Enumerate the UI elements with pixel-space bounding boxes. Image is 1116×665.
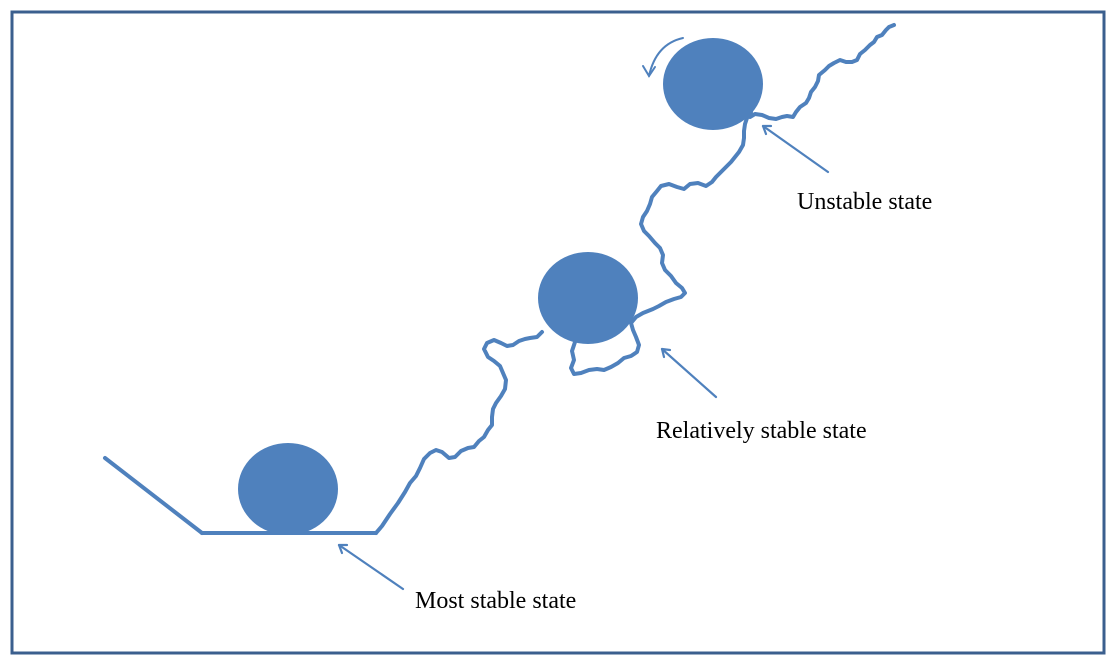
label-most-stable-state: Most stable state	[415, 588, 576, 614]
ball-unstable	[663, 38, 763, 130]
valley-left-slope	[103, 456, 204, 535]
jagged-slope	[374, 330, 544, 535]
label-unstable-state: Unstable state	[797, 189, 932, 215]
upper-slope	[748, 23, 896, 121]
ball-most-stable	[238, 443, 338, 535]
middle-ledge	[569, 110, 753, 376]
label-relatively-stable-state: Relatively stable state	[656, 418, 867, 444]
arrow-pointer-icon	[761, 124, 830, 174]
curved-arrow-icon	[642, 37, 684, 78]
arrow-pointer-icon	[660, 347, 718, 399]
diagram-frame	[10, 10, 1106, 655]
ball-relatively-stable	[538, 252, 638, 344]
arrow-pointer-icon	[337, 543, 405, 591]
